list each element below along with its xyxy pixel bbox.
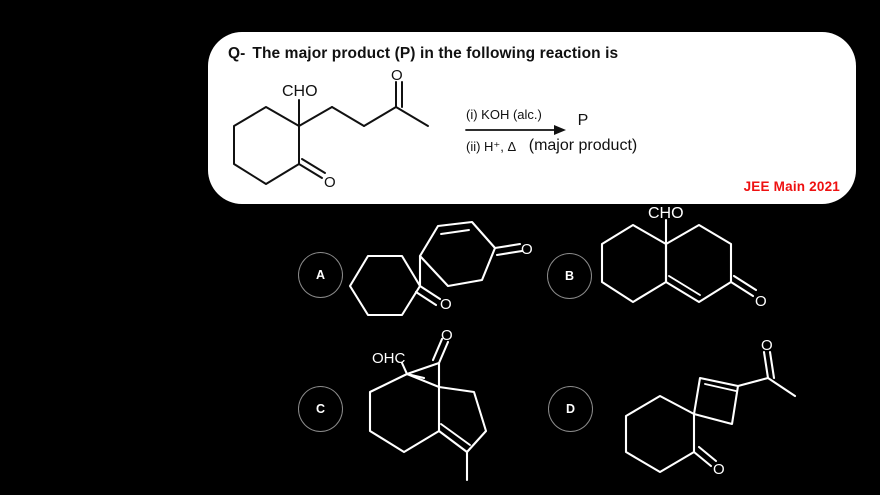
reactant-structure: O CHO O	[233, 67, 429, 191]
reactant-cho-label: CHO	[282, 83, 318, 100]
option-d-acetyl-o: O	[761, 337, 773, 354]
reagent-step-2: (ii) H⁺, Δ	[466, 139, 517, 154]
option-d-label: D	[565, 402, 576, 416]
reaction-scheme: O CHO O	[214, 67, 854, 198]
product-symbol: P	[578, 112, 589, 129]
option-b-marker[interactable]: B	[547, 253, 592, 299]
option-c-marker[interactable]: C	[298, 386, 343, 432]
option-b-structure: O CHO	[600, 205, 790, 322]
reagent-step-1: (i) KOH (alc.)	[466, 107, 542, 122]
option-a-structure: O O	[340, 212, 540, 322]
option-d-ring-ketone-o: O	[713, 461, 725, 478]
option-c-ohc-label: OHC	[372, 350, 406, 367]
option-a-label: A	[315, 268, 326, 282]
option-b-label: B	[564, 269, 575, 283]
question-text: The major product (P) in the following r…	[252, 45, 619, 62]
product-caption: (major product)	[529, 137, 637, 154]
option-a-ketone-o-right: O	[521, 241, 533, 258]
question-card: Q- The major product (P) in the following…	[208, 32, 856, 204]
option-d-structure: O O	[608, 337, 823, 486]
option-b-cho-label: CHO	[648, 205, 684, 222]
product-label: P (major product)	[529, 112, 637, 154]
option-b-ketone-o: O	[755, 293, 767, 310]
option-c-ketone-o: O	[441, 327, 453, 344]
question-title: Q- The major product (P) in the following…	[228, 45, 618, 63]
reagent-arrow: (i) KOH (alc.) (ii) H⁺, Δ	[465, 107, 566, 154]
option-a-ketone-o-left: O	[440, 296, 452, 313]
reactant-chain-ketone-o: O	[391, 67, 403, 84]
source-tag: JEE Main 2021	[743, 179, 840, 194]
reactant-ring-ketone-o: O	[324, 174, 336, 191]
option-c-structure: O OHC	[352, 327, 532, 492]
option-d-marker[interactable]: D	[548, 386, 593, 432]
option-a-marker[interactable]: A	[298, 252, 343, 298]
question-label: Q-	[228, 45, 246, 62]
option-c-label: C	[315, 402, 326, 416]
